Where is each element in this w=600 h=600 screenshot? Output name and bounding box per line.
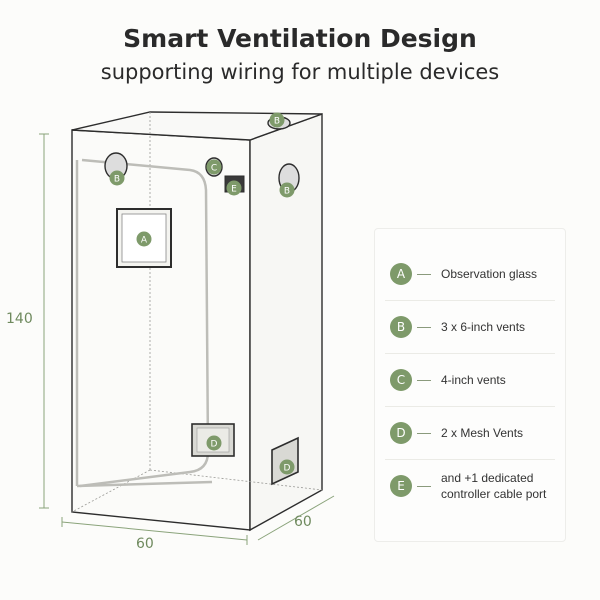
callout-d-front-label: D	[211, 440, 218, 450]
legend-badge-d: D	[390, 422, 412, 444]
width-dimension-line	[61, 517, 248, 545]
callout-d-side-badge	[279, 459, 295, 475]
legend-divider	[385, 406, 555, 407]
legend-badge-a: A	[390, 263, 412, 285]
callout-e-badge	[226, 180, 242, 196]
depth-dimension-line	[257, 495, 335, 541]
legend-divider	[385, 459, 555, 460]
depth-label: 60	[294, 514, 312, 530]
callout-b-top-label: B	[274, 117, 280, 127]
height-label: 140	[6, 311, 33, 327]
legend-dash	[417, 486, 431, 487]
callout-d-front-badge	[206, 435, 222, 451]
legend-item-c: C 4-inch vents	[375, 355, 565, 405]
legend-divider	[385, 300, 555, 301]
legend-text-c: 4-inch vents	[441, 373, 506, 387]
door-zipper	[75, 158, 213, 488]
height-dimension-line	[39, 133, 49, 509]
callout-b-left-label: B	[114, 175, 120, 185]
legend-panel: A Observation glass B 3 x 6-inch vents C…	[374, 228, 566, 542]
page-title: Smart Ventilation Design	[123, 24, 477, 53]
callout-e-label: E	[231, 185, 237, 195]
callout-a-badge	[136, 231, 152, 247]
callout-b-right-label: B	[284, 187, 290, 197]
legend-text-b: 3 x 6-inch vents	[441, 320, 526, 334]
legend-item-b: B 3 x 6-inch vents	[375, 302, 565, 352]
legend-item-d: D 2 x Mesh Vents	[375, 408, 565, 458]
width-label: 60	[136, 536, 154, 552]
legend-dash	[417, 380, 431, 381]
legend-badge-b: B	[390, 316, 412, 338]
callout-b-top-badge	[269, 112, 285, 128]
callout-c-label: C	[211, 164, 217, 174]
legend-item-e: E and +1 dedicated controller cable port	[375, 461, 565, 511]
legend-badge-c: C	[390, 369, 412, 391]
legend-item-a: A Observation glass	[375, 249, 565, 299]
legend-text-a: Observation glass	[441, 267, 538, 281]
callout-b-right-badge	[279, 182, 295, 198]
callout-d-side-label: D	[284, 464, 291, 474]
legend-text-d: 2 x Mesh Vents	[441, 426, 524, 440]
callout-c-badge	[206, 159, 222, 175]
legend-dash	[417, 433, 431, 434]
legend-divider	[385, 353, 555, 354]
page-subtitle: supporting wiring for multiple devices	[100, 60, 500, 84]
legend-dash	[417, 327, 431, 328]
legend-text-e: and +1 dedicated controller cable port	[441, 471, 547, 501]
legend-badge-e: E	[390, 475, 412, 497]
legend-dash	[417, 274, 431, 275]
callout-b-left-badge	[109, 170, 125, 186]
callout-a-label: A	[141, 236, 148, 246]
